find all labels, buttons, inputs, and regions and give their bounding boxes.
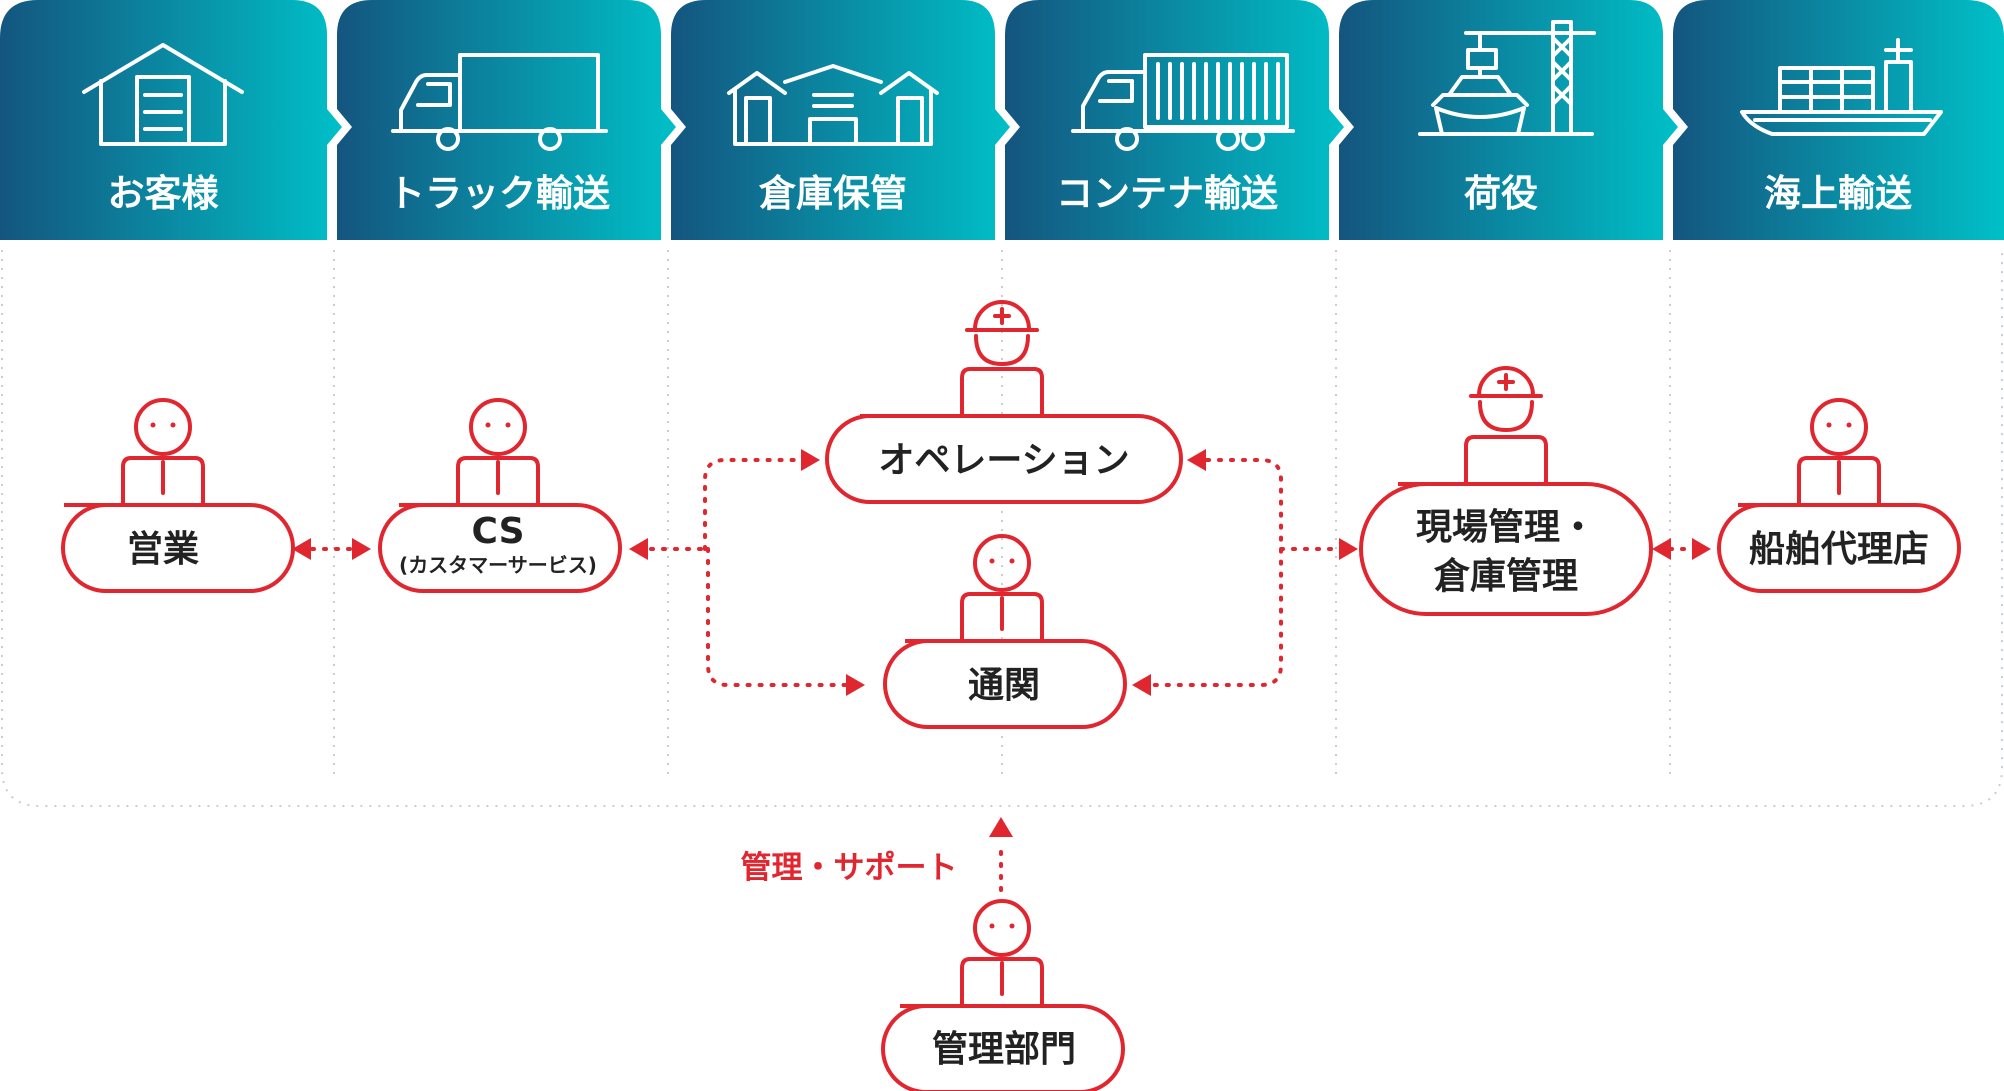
stage-panel bbox=[1339, 0, 1678, 240]
arrowhead bbox=[1339, 538, 1358, 560]
role-pill bbox=[378, 503, 622, 593]
role-site-management: 現場管理・ 倉庫管理 bbox=[1359, 366, 1653, 616]
stage-customer: お客様 bbox=[0, 0, 342, 240]
role-pill bbox=[825, 414, 1183, 504]
arrowhead bbox=[1692, 538, 1711, 560]
stage-label: 荷役 bbox=[1464, 172, 1538, 215]
role-management: 管理部門 bbox=[881, 899, 1125, 1091]
role-sales: 営業 bbox=[61, 398, 295, 593]
stage-container: コンテナ輸送 bbox=[1005, 0, 1344, 240]
storage-warehouse-icon bbox=[727, 64, 939, 146]
role-pill bbox=[881, 1004, 1125, 1091]
arrowhead bbox=[352, 538, 371, 560]
stage-sea-transport: 海上輸送 bbox=[1673, 0, 2004, 240]
arrowhead bbox=[801, 449, 820, 471]
stage-panel bbox=[0, 0, 342, 240]
warehouse-icon bbox=[82, 43, 244, 146]
role-operation: オペレーション bbox=[825, 300, 1183, 504]
worker-helmet-icon bbox=[1464, 366, 1548, 486]
stage-label: トラック輸送 bbox=[388, 172, 610, 215]
stage-label: 倉庫保管 bbox=[758, 172, 907, 215]
stage-truck: トラック輸送 bbox=[337, 0, 676, 240]
support-label: 管理・サポート bbox=[741, 850, 958, 886]
role-label: 現場管理・ bbox=[1416, 507, 1596, 548]
staff-icon bbox=[456, 398, 540, 507]
stage-header: お客様 トラック輸送 bbox=[0, 0, 2004, 240]
role-pill bbox=[61, 503, 295, 593]
staff-icon bbox=[1797, 398, 1881, 507]
stage-label: コンテナ輸送 bbox=[1056, 172, 1278, 215]
role-cs: CS (カスタマーサービス) bbox=[378, 398, 622, 593]
role-sublabel: (カスタマーサービス) bbox=[399, 553, 597, 577]
role-label: オペレーション bbox=[878, 440, 1129, 481]
stage-panel bbox=[337, 0, 676, 240]
role-label: 営業 bbox=[127, 529, 199, 570]
role-label: 倉庫管理 bbox=[1433, 556, 1578, 597]
stage-label: お客様 bbox=[108, 172, 220, 215]
role-pill bbox=[1717, 503, 1961, 593]
staff-icon bbox=[960, 534, 1044, 643]
arrowhead bbox=[1132, 674, 1151, 696]
role-pill bbox=[1359, 482, 1653, 616]
worker-helmet-icon bbox=[960, 300, 1044, 418]
stage-storage: 倉庫保管 bbox=[671, 0, 1010, 240]
connectors bbox=[310, 458, 1694, 892]
connector-hub-operation bbox=[703, 458, 800, 551]
arrowhead bbox=[846, 674, 865, 696]
role-label: 通関 bbox=[968, 665, 1040, 706]
connector-hub-customs bbox=[706, 547, 847, 687]
column-dividers bbox=[1, 250, 2003, 807]
stage-panel bbox=[1005, 0, 1344, 240]
arrowhead bbox=[292, 538, 311, 560]
arrowhead bbox=[629, 538, 648, 560]
stage-label: 海上輸送 bbox=[1764, 172, 1912, 215]
crane-icon bbox=[1418, 20, 1596, 136]
truck-icon bbox=[391, 53, 608, 151]
connector-right-loop bbox=[1150, 458, 1283, 687]
cargo-ship-icon bbox=[1740, 38, 1943, 136]
arrowheads bbox=[292, 449, 1711, 837]
arrowhead bbox=[1652, 538, 1671, 560]
role-label: 船舶代理店 bbox=[1749, 529, 1929, 570]
scope-boundary bbox=[1, 250, 2003, 807]
staff-icon bbox=[121, 398, 205, 507]
stage-cargo-handling: 荷役 bbox=[1339, 0, 1678, 240]
arrowhead bbox=[1187, 449, 1206, 471]
role-label: 管理部門 bbox=[932, 1029, 1076, 1070]
role-pill bbox=[883, 639, 1127, 729]
role-customs: 通関 bbox=[883, 534, 1127, 729]
staff-icon bbox=[960, 899, 1044, 1008]
role-ship-agent: 船舶代理店 bbox=[1717, 398, 1961, 593]
container-truck-icon bbox=[1071, 53, 1295, 151]
arrowhead bbox=[989, 817, 1013, 837]
role-label: CS bbox=[471, 511, 524, 552]
